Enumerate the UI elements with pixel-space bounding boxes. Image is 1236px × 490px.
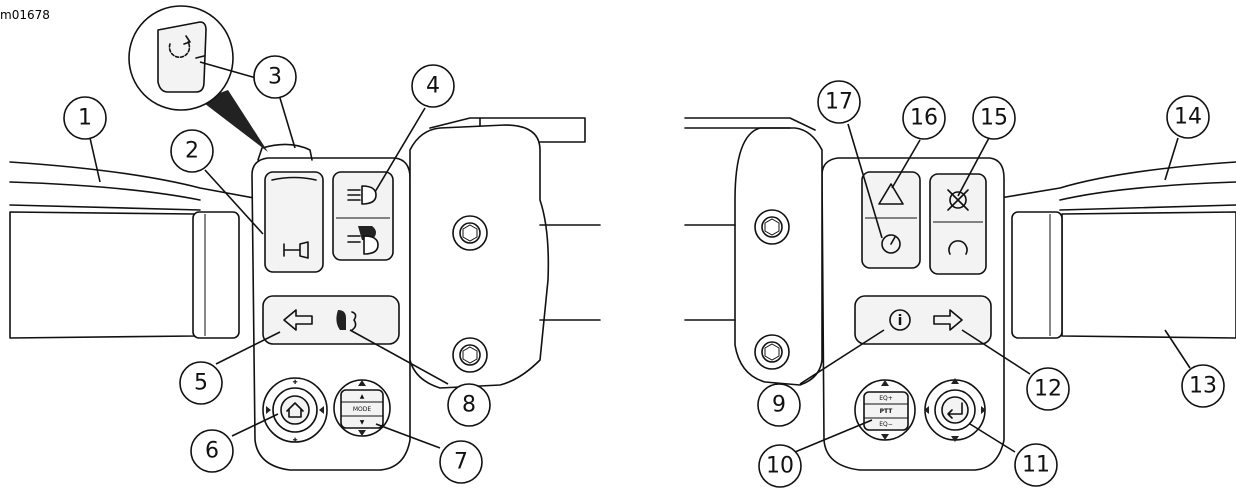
mode-down-label: ▼ [360,419,365,426]
horn-icon [283,241,309,259]
svg-text:2: 2 [185,139,199,164]
info-right-turn-button[interactable]: i [854,295,992,345]
figure-code: m01678 [0,8,50,22]
hazard-triangle-icon [878,183,904,205]
trigger-switch-icon [157,21,207,93]
svg-text:10: 10 [766,454,794,479]
enter-icon [947,402,963,419]
right-grip-collar [1011,211,1063,339]
cruise-on-button[interactable] [929,173,987,275]
left-upper-bolt [452,215,488,251]
svg-text:17: 17 [825,90,853,115]
voice-recognition-icon [336,310,357,331]
svg-text:✚: ✚ [292,437,297,444]
cruise-control-icon [881,234,901,254]
mode-up-label: ▲ [360,393,365,400]
left-grip [9,211,196,339]
right-handlebar [999,161,1236,339]
mode-label: MODE [353,406,372,413]
left-handlebar [9,161,266,339]
callout-8: 8 [447,383,491,427]
leader-lines [89,61,1191,453]
svg-text:4: 4 [426,74,440,99]
callout-7: 7 [439,440,483,484]
left-turn-voice-button[interactable] [262,295,400,345]
callout-10: 10 [758,444,802,488]
right-arrow-icon [933,309,963,331]
cruise-on-icon [947,189,969,211]
ptt-label: PTT [880,408,894,415]
enter-dial[interactable] [924,378,986,442]
info-icon: i [889,309,911,331]
resume-icon [948,240,968,255]
callout-2: 2 [170,129,214,173]
callout-6: 6 [190,429,234,473]
left-arrow-icon [283,309,313,331]
callout-13: 13 [1181,364,1225,408]
callout-4: 4 [411,64,455,108]
eq-minus-label: EQ− [879,421,893,428]
svg-text:12: 12 [1034,377,1062,402]
callout-15: 15 [972,96,1016,140]
svg-text:11: 11 [1022,453,1050,478]
horn-button[interactable] [264,171,324,273]
callout-17: 17 [817,80,861,124]
right-grip [1061,211,1236,339]
callout-5: 5 [179,361,223,405]
left-lower-bolt [452,337,488,373]
hazard-cruise-button[interactable] [861,171,921,269]
svg-text:6: 6 [205,439,219,464]
svg-text:1: 1 [78,106,92,131]
svg-text:5: 5 [194,371,208,396]
svg-text:✚: ✚ [292,379,297,386]
callout-9: 9 [757,383,801,427]
svg-text:15: 15 [980,106,1008,131]
svg-text:9: 9 [772,393,786,418]
flash-to-pass-icon [347,226,379,255]
svg-text:16: 16 [910,106,938,131]
callout-16: 16 [902,96,946,140]
home-icon [286,402,304,418]
eq-plus-label: EQ+ [879,395,893,402]
callout-3: 3 [253,55,297,99]
ptt-eq-rocker[interactable]: EQ+ PTT EQ− [854,379,916,441]
svg-text:13: 13 [1189,374,1217,399]
mode-rocker[interactable]: ▲ MODE ▼ [333,379,391,437]
callout-1: 1 [63,96,107,140]
high-beam-switch[interactable] [332,171,394,261]
svg-text:7: 7 [454,450,468,475]
callout-14: 14 [1166,95,1210,139]
callout-12: 12 [1026,367,1070,411]
right-lower-bolt [754,334,790,370]
svg-text:14: 14 [1174,105,1202,130]
high-beam-icon [347,185,377,205]
left-home-dial[interactable]: ✚ ✚ [262,377,328,444]
right-upper-bolt [754,209,790,245]
trigger-switch-inset [128,5,268,152]
left-grip-collar [192,211,240,339]
callout-11: 11 [1014,443,1058,487]
svg-text:i: i [898,313,903,329]
svg-text:8: 8 [462,393,476,418]
svg-text:3: 3 [268,65,282,90]
